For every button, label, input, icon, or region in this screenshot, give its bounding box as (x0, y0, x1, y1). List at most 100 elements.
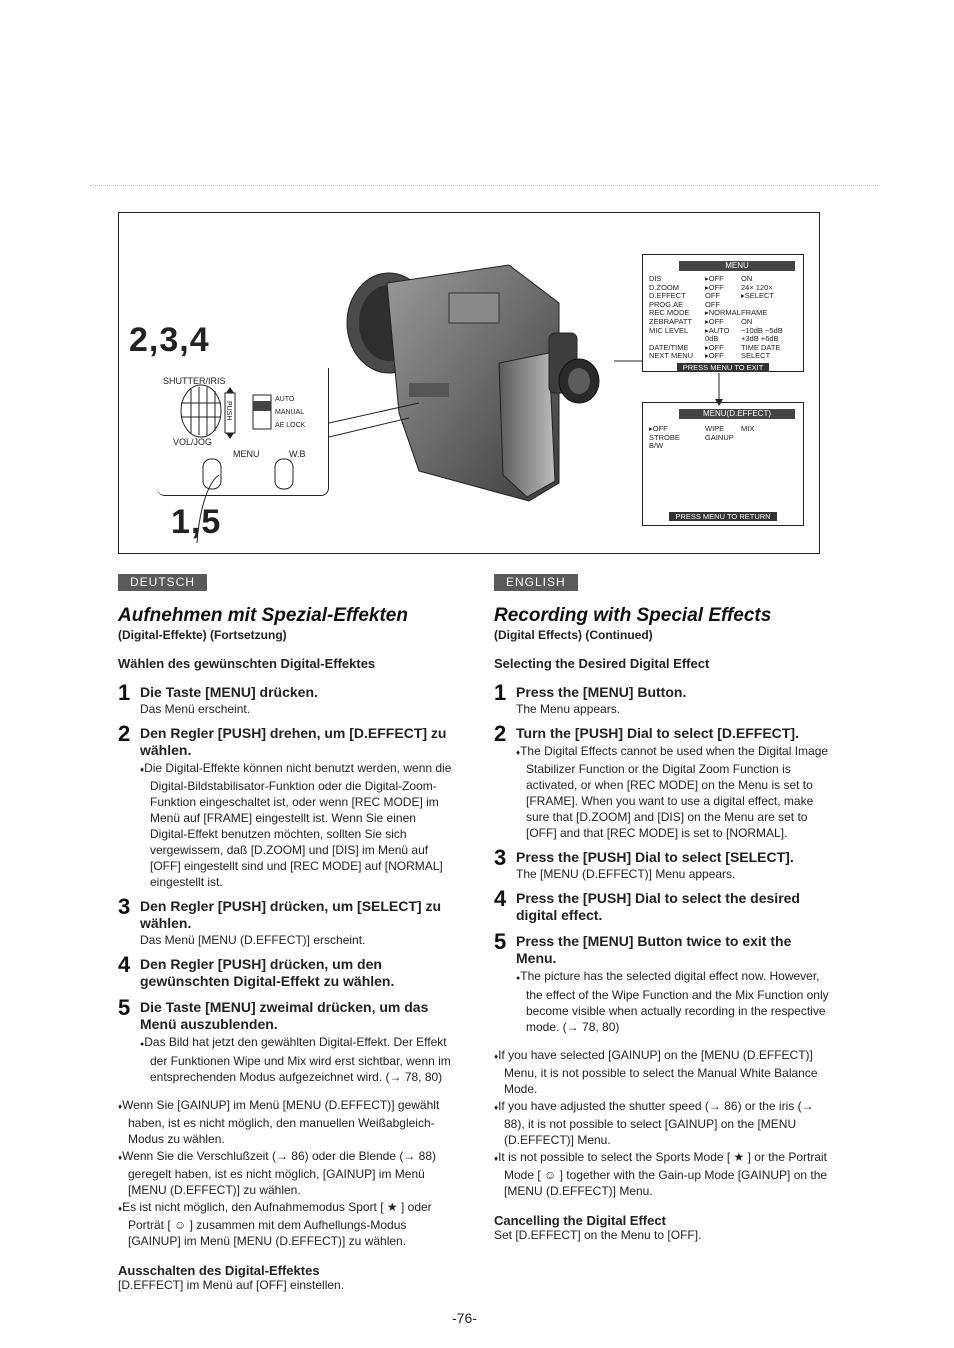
step-body: Press the [MENU] Button twice to exit th… (516, 931, 830, 1035)
manual-label: MANUAL (275, 409, 305, 416)
menu-cell: D.EFFECT (649, 291, 686, 301)
auto-label: AUTO (275, 396, 295, 403)
step-description: The [MENU (D.EFFECT)] Menu appears. (516, 867, 736, 881)
steps-de: 1 Die Taste [MENU] drücken. Das Menü ersch… (118, 682, 454, 1085)
menu-cell: ▸AUTO (705, 325, 730, 335)
step: 1 Die Taste [MENU] drücken. Das Menü ersch… (118, 682, 454, 717)
step-number: 2 (494, 721, 507, 746)
column-english: Recording with Special Effects (Digital … (494, 604, 830, 1243)
callout-1-5: 1,5 (171, 503, 222, 541)
menu-footer: PRESS MENU TO EXIT (677, 362, 769, 372)
step-body: Turn the [PUSH] Dial to select [D.EFFECT… (516, 723, 830, 841)
menu-cell: GAINUP (705, 432, 734, 442)
menu-cell: D.ZOOM (649, 282, 679, 292)
menu-cell: PROG.AE (649, 299, 684, 309)
menu-cell: ▸OFF (705, 342, 724, 352)
note-item: Wenn Sie die Verschlußzeit (→ 86) oder d… (118, 1148, 454, 1198)
menu-cell: TIME DATE (741, 342, 781, 352)
cancel-body-de: [D.EFFECT] im Menü auf [OFF] einstellen. (118, 1278, 345, 1292)
menu-cell: DATE/TIME (649, 342, 689, 352)
step-number: 5 (494, 929, 507, 954)
menu-cell: 0dB (705, 334, 719, 344)
menu-cell: ▸OFF (705, 351, 724, 361)
step-body: Press the [MENU] Button.The Menu appears… (516, 682, 830, 717)
top-rule (90, 185, 880, 186)
step-body: Die Taste [MENU] zweimal drücken, um das… (140, 997, 454, 1085)
step-heading: Press the [PUSH] Dial to select [SELECT]… (516, 849, 794, 865)
menu-cell: DIS (649, 274, 662, 283)
step-heading: Turn the [PUSH] Dial to select [D.EFFECT… (516, 725, 799, 741)
step: 3 Press the [PUSH] Dial to select [SELECT… (494, 847, 830, 882)
cancel-body-en: Set [D.EFFECT] on the Menu to [OFF]. (494, 1228, 702, 1242)
push-label: PUSH (225, 401, 232, 421)
menu-cell: ▸OFF (705, 274, 724, 283)
menu-row: 0dB +3dB +6dB (649, 335, 797, 344)
cancel-heading-de: Ausschalten des Digital-Effektes (118, 1263, 320, 1278)
notes-en: If you have selected [GAINUP] on the [ME… (494, 1047, 830, 1199)
menu-cell: ▸NORMAL (705, 308, 741, 318)
step-body: Press the [PUSH] Dial to select the desi… (516, 888, 830, 925)
camcorder-illustration (180, 264, 723, 544)
step-number: 4 (118, 952, 131, 977)
menu-cell: MIC LEVEL (649, 325, 689, 335)
step-heading: Den Regler [PUSH] drehen, um [D.EFFECT] … (140, 725, 447, 758)
ae-lock-label: AE LOCK (275, 422, 306, 429)
step-body: Die Taste [MENU] drücken. Das Menü ersche… (140, 682, 454, 717)
menu-cell: MIX (741, 424, 755, 433)
vol-jog-label: VOL/JOG (173, 437, 213, 447)
dial-icon (180, 384, 222, 438)
step: 2 Turn the [PUSH] Dial to select [D.EFFEC… (494, 723, 830, 841)
lang-tag-en: ENGLISH (494, 574, 578, 591)
menu-cell: OFF (705, 299, 720, 309)
step-body: Press the [PUSH] Dial to select [SELECT]… (516, 847, 830, 882)
step-description: Das Menü erscheint. (140, 702, 251, 716)
step: 4 Den Regler [PUSH] drücken, um den gewün… (118, 954, 454, 991)
menu-row: DATE/TIME ▸OFF TIME DATE (649, 342, 797, 353)
shutter-iris-label: SHUTTER/IRIS (163, 376, 226, 386)
menu-cell: STROBE (649, 432, 680, 442)
step-heading: Den Regler [PUSH] drücken, um den gewüns… (140, 956, 395, 989)
title-de: Aufnehmen mit Spezial-Effekten (118, 605, 408, 626)
menu-cell: NEXT MENU (649, 351, 694, 361)
menu-row: DIS ▸OFF ON (649, 274, 797, 284)
menu-header: MENU (679, 261, 795, 271)
step-heading: Press the [PUSH] Dial to select the desi… (516, 890, 800, 923)
step-heading: Den Regler [PUSH] drücken, um [SELECT] z… (140, 898, 442, 931)
menu-cell (705, 442, 741, 451)
note-item: If you have adjusted the shutter speed (… (494, 1098, 830, 1148)
step-number: 3 (118, 894, 131, 919)
step-number: 3 (494, 845, 507, 870)
step-heading: Die Taste [MENU] drücken. (140, 684, 318, 700)
step-number: 1 (118, 680, 131, 705)
section-heading-de: Wählen des gewünschten Digital-Effektes (118, 656, 376, 671)
step: 4 Press the [PUSH] Dial to select the des… (494, 888, 830, 925)
menu-cell: FRAME (741, 308, 768, 318)
step: 3 Den Regler [PUSH] drücken, um [SELECT] … (118, 896, 454, 948)
section-heading-en: Selecting the Desired Digital Effect (494, 656, 710, 671)
step-description: Das Bild hat jetzt den gewählten Digital… (140, 1034, 454, 1085)
menu-cell: ▸OFF (705, 316, 724, 326)
step-heading: Die Taste [MENU] zweimal drücken, um das… (140, 999, 429, 1032)
menu-cell: +3dB +6dB (741, 334, 779, 344)
step-description: The picture has the selected digital eff… (516, 968, 830, 1035)
step-description: Das Menü [MENU (D.EFFECT)] erscheint. (140, 933, 366, 947)
menu-row: STROBE GAINUP (649, 432, 797, 443)
step-heading: Press the [MENU] Button twice to exit th… (516, 933, 792, 966)
menu-cell: ON (741, 274, 753, 283)
column-german: Aufnehmen mit Spezial-Effekten (Digital-… (118, 604, 454, 1293)
figure-frame: 2,3,4 1,5 SHUTTER/IRIS PUSH AUTO MANUAL … (118, 212, 820, 554)
menu-cell: ▸OFF (649, 424, 668, 433)
step-number: 4 (494, 886, 507, 911)
submenu-footer: PRESS MENU TO RETURN (669, 512, 777, 521)
